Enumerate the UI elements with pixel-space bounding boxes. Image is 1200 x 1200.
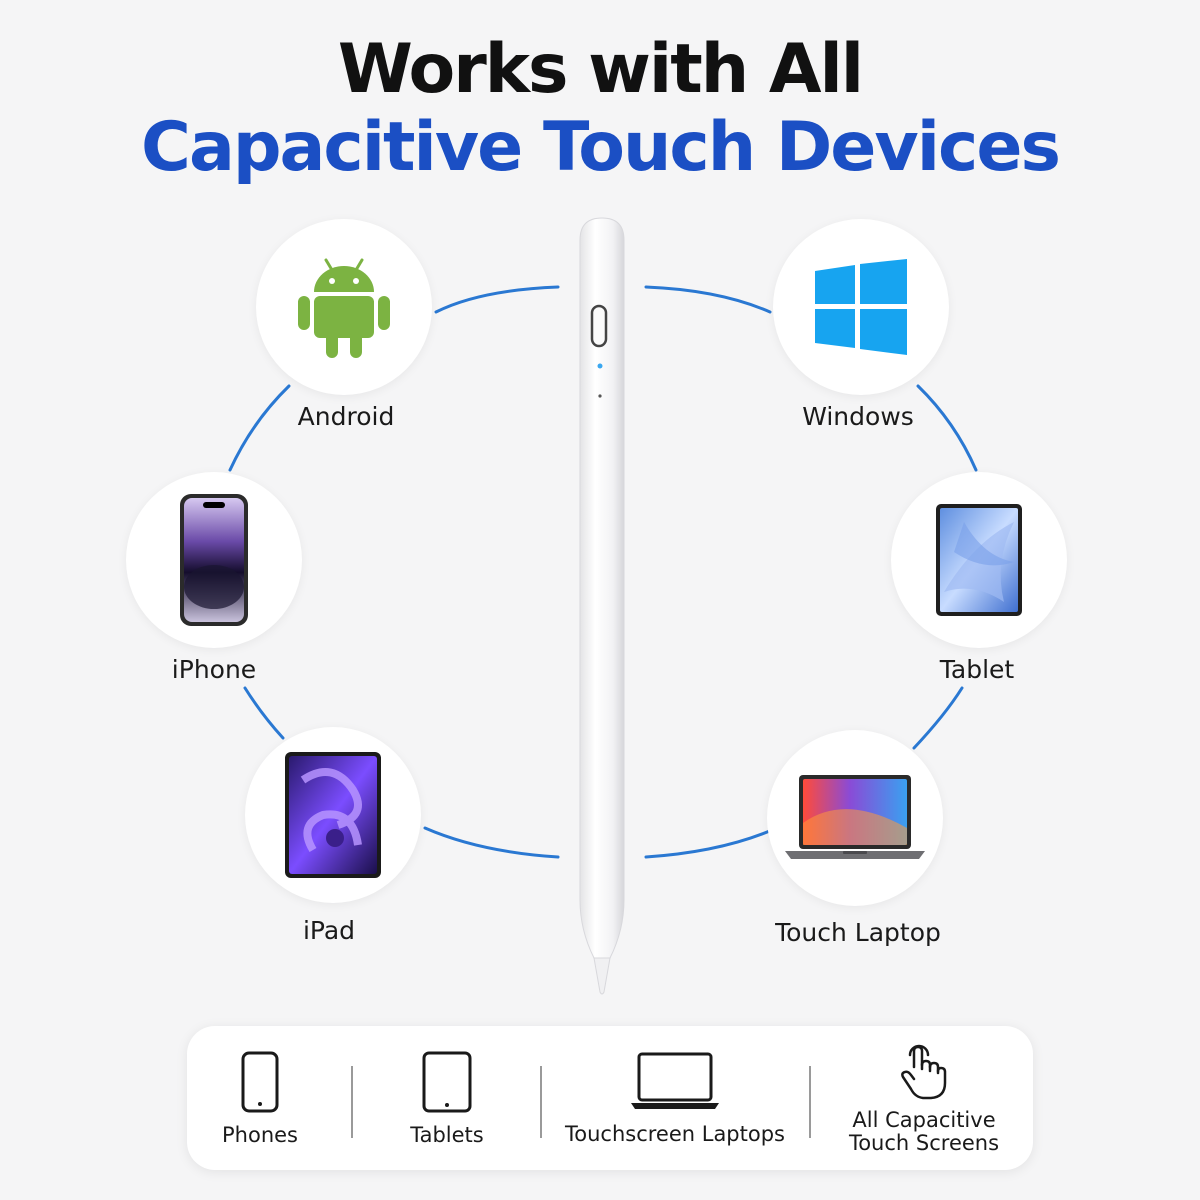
headline-line-1: Works with All [337,30,864,109]
headline-line-2: Capacitive Touch Devices [141,108,1061,187]
phone-outline-icon [241,1051,279,1112]
category-touchscreen-laptops: Touchscreen Laptops [557,1026,793,1170]
laptop-outline-icon [631,1052,719,1109]
touch-laptop-label: Touch Laptop [775,918,941,947]
led-indicator [597,363,603,369]
tablet-icon [936,504,1022,616]
divider [540,1066,542,1138]
ipad-device-circle [245,727,421,903]
arc-left-mid-upper [228,384,291,472]
windows-icon [815,259,907,355]
arc-left-top [434,285,560,314]
category-all-capacitive-label-line2: Touch Screens [848,1131,1000,1155]
arc-right-bottom [644,828,774,859]
usb-c-port [590,304,608,348]
arc-left-mid-lower [243,686,285,740]
category-touchscreen-laptops-label: Touchscreen Laptops [564,1121,785,1146]
arc-right-mid-lower [912,686,964,750]
stylus-pen [579,217,625,995]
device-categories-bar: Phones Tablets Touchscreen Laptops All C… [187,1026,1033,1170]
windows-device-circle [773,219,949,395]
iphone-label: iPhone [171,655,257,684]
category-phones-label: Phones [222,1122,298,1147]
tablet-device-circle [891,472,1067,648]
arc-right-top [644,285,772,314]
android-icon [298,258,390,358]
touch-hand-icon [901,1044,947,1100]
category-tablets-label: Tablets [410,1122,484,1147]
ipad-label: iPad [302,916,356,945]
category-all-capacitive: All Capacitive Touch Screens [827,1026,1021,1170]
iphone-device-circle [126,472,302,648]
category-all-capacitive-label-line1: All Capacitive [852,1108,996,1132]
android-device-circle [256,219,432,395]
category-phones: Phones [197,1026,323,1170]
laptop-icon [785,775,925,859]
divider [809,1066,811,1138]
tablet-outline-icon [422,1051,472,1112]
arc-left-bottom [423,826,560,859]
arc-right-mid-upper [916,384,978,472]
laptop-device-circle [767,730,943,906]
divider [351,1066,353,1138]
category-tablets: Tablets [377,1026,517,1170]
android-label: Android [297,402,395,431]
tablet-label: Tablet [939,655,1015,684]
ipad-icon [285,752,381,878]
windows-label: Windows [802,402,914,431]
iphone-icon [180,494,248,626]
